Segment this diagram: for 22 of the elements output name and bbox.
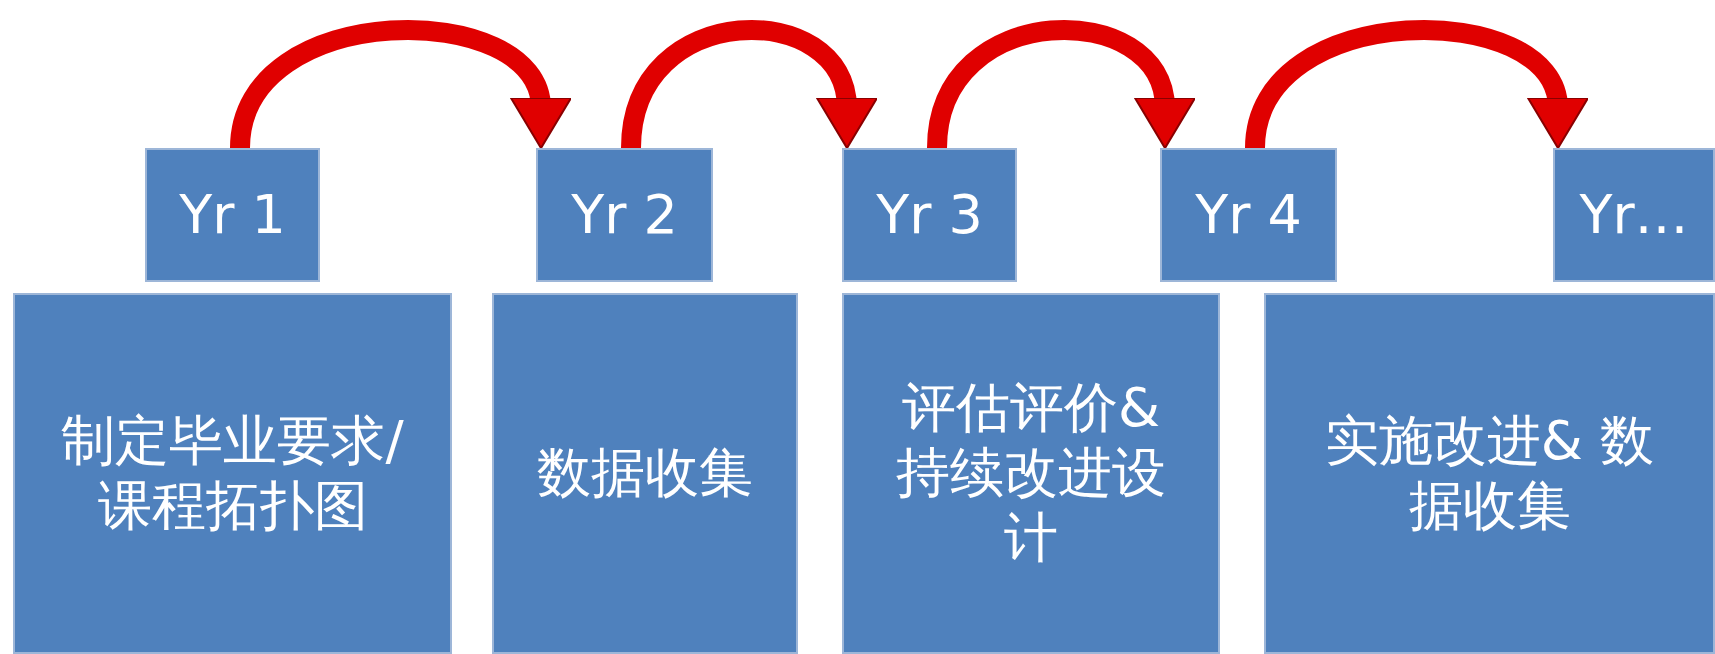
curved-arrow — [621, 20, 876, 150]
box-label: Yr 2 — [571, 182, 678, 248]
stage-box — [842, 293, 1220, 654]
year-box — [1160, 148, 1337, 282]
curved-arrow — [927, 20, 1194, 150]
year-box — [145, 148, 320, 282]
box-label: Yr 3 — [876, 182, 983, 248]
box-label: Yr 1 — [179, 182, 286, 248]
year-box — [1553, 148, 1715, 282]
year-box — [536, 148, 713, 282]
stage-box — [1264, 293, 1715, 654]
box-label: 评估评价&持续改进设计 — [895, 376, 1167, 571]
stage-box — [492, 293, 798, 654]
box-label: 制定毕业要求/课程拓扑图 — [60, 408, 405, 539]
box-label: Yr 4 — [1195, 182, 1302, 248]
year-box — [842, 148, 1017, 282]
curved-arrow — [1245, 20, 1586, 150]
box-label: 数据收集 — [537, 441, 753, 506]
box-label: 实施改进& 数据收集 — [1323, 408, 1656, 539]
box-label: Yr… — [1579, 182, 1689, 248]
stage-box — [13, 293, 452, 654]
curved-arrow — [230, 20, 569, 150]
